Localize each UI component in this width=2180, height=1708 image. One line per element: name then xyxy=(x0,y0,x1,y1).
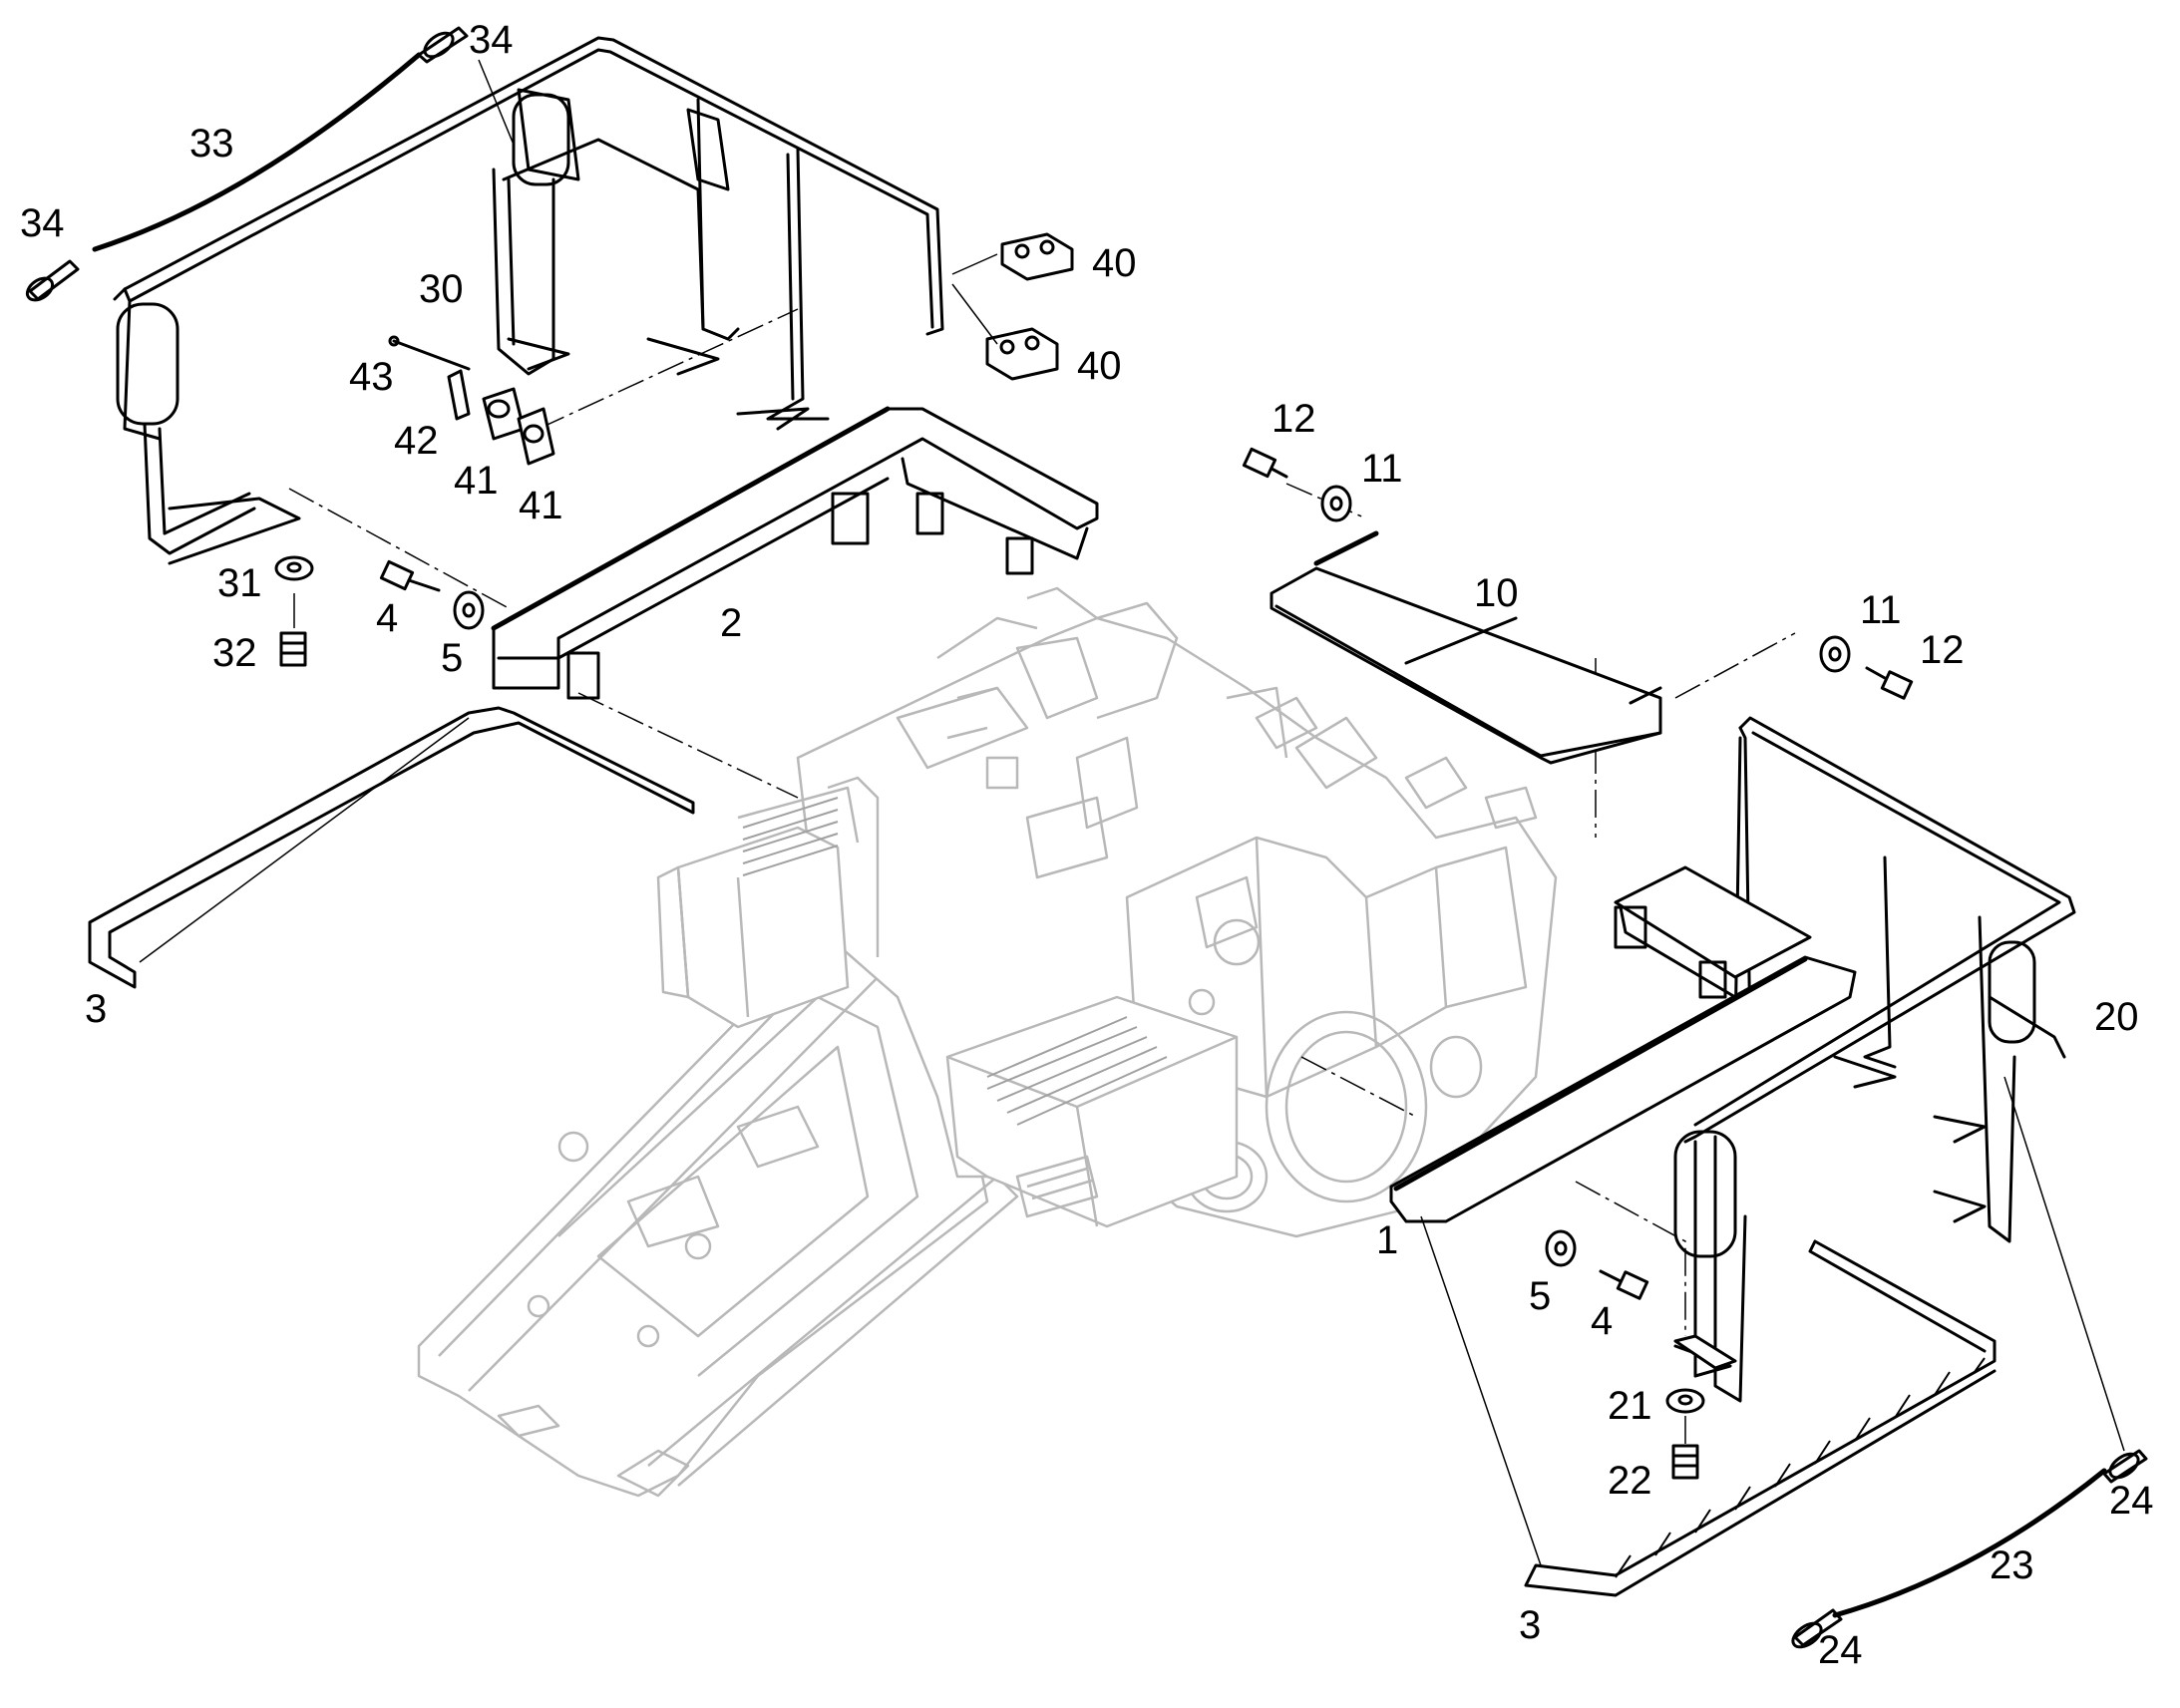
callout-34-left: 34 xyxy=(20,201,65,245)
washer-5-right xyxy=(1545,1229,1577,1267)
callout-30: 30 xyxy=(419,267,464,311)
callout-20: 20 xyxy=(2094,995,2139,1039)
callout-21: 21 xyxy=(1608,1384,1652,1428)
callout-42: 42 xyxy=(394,419,439,463)
bolt-4-right xyxy=(1599,1269,1649,1300)
bolt-32 xyxy=(279,631,307,667)
washer-5-left xyxy=(453,590,485,630)
callout-31: 31 xyxy=(217,561,262,605)
leader-lines xyxy=(139,59,2125,1566)
clamp-half-41 xyxy=(482,387,555,466)
washer-11-upper xyxy=(1320,485,1352,522)
callout-40-lower: 40 xyxy=(1077,344,1122,388)
callout-2: 2 xyxy=(720,601,742,645)
callout-3-left: 3 xyxy=(85,987,107,1031)
floor-plate-3-left xyxy=(88,706,695,989)
callout-43: 43 xyxy=(349,355,394,399)
cable-33 xyxy=(25,26,469,302)
callout-41-left: 41 xyxy=(454,459,499,503)
callout-4-right: 4 xyxy=(1591,1299,1613,1343)
callout-1: 1 xyxy=(1376,1218,1398,1262)
callout-24-right: 24 xyxy=(2109,1479,2154,1523)
callout-34-top: 34 xyxy=(469,18,514,62)
callout-11-upper: 11 xyxy=(1361,447,1403,491)
washer-31 xyxy=(274,555,314,581)
callout-23: 23 xyxy=(1990,1543,2034,1587)
callout-24-bottom: 24 xyxy=(1818,1628,1863,1672)
callout-33: 33 xyxy=(189,122,234,166)
platform-1 xyxy=(1389,865,1857,1223)
washer-11-right xyxy=(1819,635,1851,673)
panel-10 xyxy=(1270,530,1662,765)
callout-10: 10 xyxy=(1474,571,1519,615)
callout-12-right: 12 xyxy=(1920,628,1965,672)
cable-23 xyxy=(1791,1449,2148,1649)
clamp-block-40-lower xyxy=(985,327,1059,381)
bolt-12-upper xyxy=(1242,447,1288,479)
floor-plate-3-right xyxy=(1524,1239,1997,1597)
machine-frame xyxy=(417,586,1558,1498)
washer-21 xyxy=(1665,1388,1705,1414)
railing-30 xyxy=(113,36,944,565)
callout-11-right: 11 xyxy=(1860,588,1902,632)
callout-32: 32 xyxy=(212,631,257,675)
callout-12-upper: 12 xyxy=(1272,397,1316,441)
bolt-22 xyxy=(1671,1444,1699,1480)
callout-40-upper: 40 xyxy=(1092,241,1137,285)
callout-5-left: 5 xyxy=(441,636,463,680)
callout-4-left: 4 xyxy=(376,596,398,640)
plate-42 xyxy=(447,369,471,421)
callout-5-right: 5 xyxy=(1529,1274,1551,1318)
platform-2 xyxy=(491,406,1099,700)
callout-labels: 34 33 34 30 40 40 43 42 41 41 31 32 4 5 … xyxy=(20,18,2154,1672)
callout-22: 22 xyxy=(1608,1459,1652,1503)
callout-3-right: 3 xyxy=(1519,1603,1541,1647)
clamp-block-40-upper xyxy=(1000,232,1074,281)
railing-20 xyxy=(1673,716,2076,1403)
bolt-12-right xyxy=(1865,666,1914,700)
bolt-4-left xyxy=(379,559,441,592)
bolt-43 xyxy=(388,335,471,371)
callout-41-right: 41 xyxy=(519,484,563,527)
bracket-21-plate xyxy=(1673,1334,1737,1370)
